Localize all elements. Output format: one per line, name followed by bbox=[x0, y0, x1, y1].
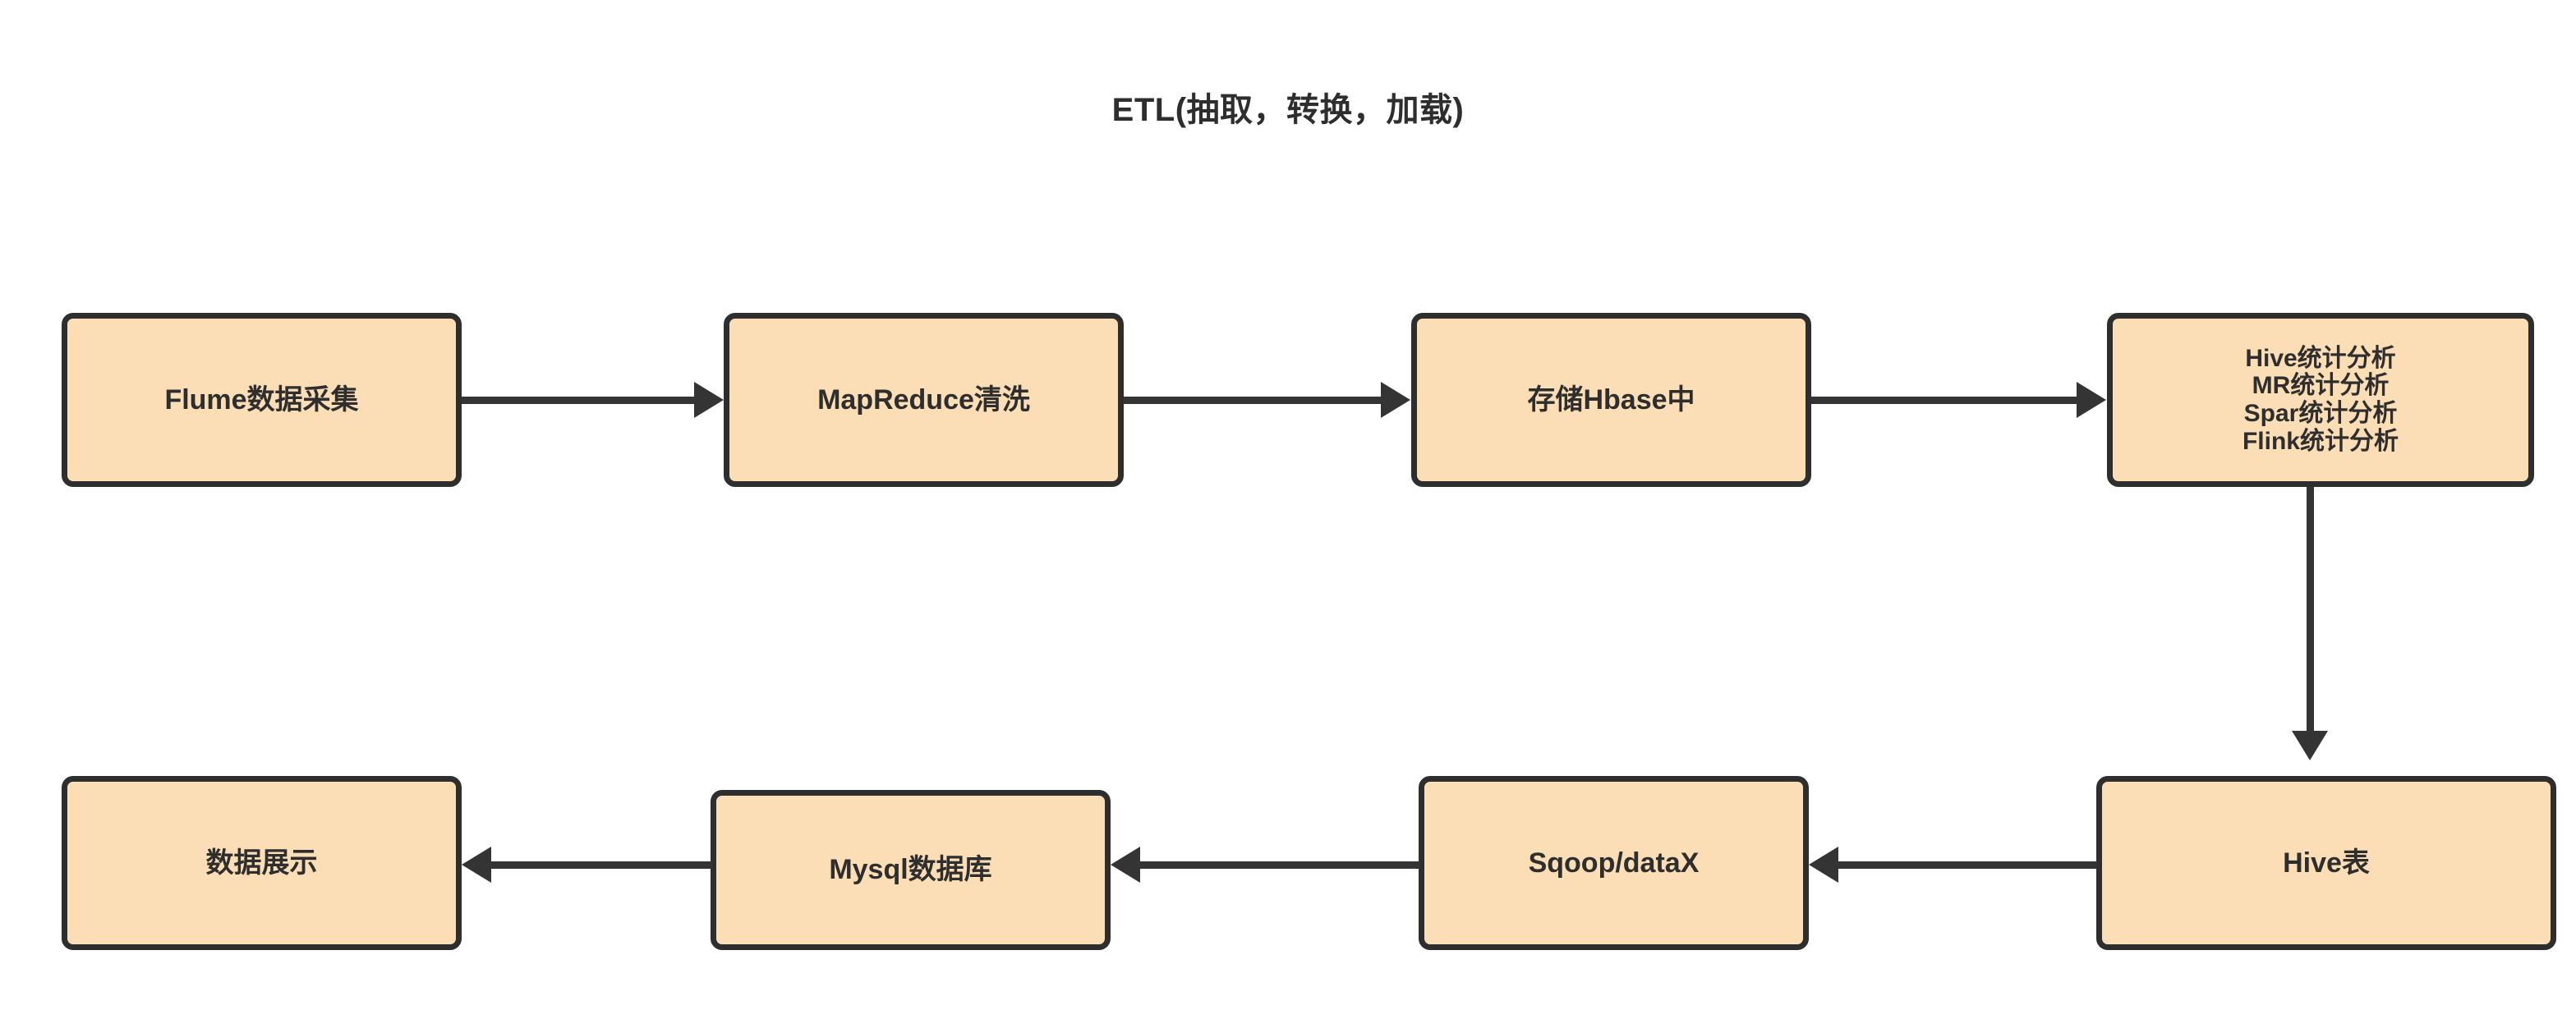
edge-mapreduce-to-hbase-line bbox=[1124, 397, 1382, 404]
edge-flume-to-mapreduce-line bbox=[462, 397, 696, 404]
edge-mysql-to-display-line bbox=[491, 861, 711, 869]
node-analysis-line-mr: MR统计分析 bbox=[2252, 372, 2390, 400]
arrow-left-icon bbox=[462, 847, 491, 883]
node-display-label: 数据展示 bbox=[205, 847, 318, 879]
node-analysis-line-flink: Flink统计分析 bbox=[2242, 427, 2399, 455]
node-hbase-label: 存储Hbase中 bbox=[1527, 383, 1695, 415]
node-analysis-line-spark: Spar统计分析 bbox=[2243, 400, 2398, 427]
arrow-right-icon bbox=[1381, 382, 1410, 418]
node-analysis-line-hive: Hive统计分析 bbox=[2245, 344, 2396, 372]
node-mysql-label: Mysql数据库 bbox=[829, 854, 992, 886]
arrow-left-icon bbox=[1809, 847, 1838, 883]
node-store-hbase[interactable]: 存储Hbase中 bbox=[1411, 313, 1811, 487]
arrow-down-icon bbox=[2292, 731, 2328, 760]
node-mapreduce-label: MapReduce清洗 bbox=[817, 383, 1030, 415]
node-mapreduce-clean[interactable]: MapReduce清洗 bbox=[724, 313, 1124, 487]
node-hive-table-label: Hive表 bbox=[2283, 847, 2370, 879]
edge-hive-table-to-sqoop-line bbox=[1838, 861, 2097, 869]
page-title: ETL(抽取，转换，加载) bbox=[1111, 92, 1465, 128]
node-statistical-analysis[interactable]: Hive统计分析 MR统计分析 Spar统计分析 Flink统计分析 bbox=[2107, 313, 2534, 487]
edge-hbase-to-analysis-line bbox=[1811, 397, 2078, 404]
edge-sqoop-to-mysql-line bbox=[1140, 861, 1419, 869]
node-analysis-label-group: Hive统计分析 MR统计分析 Spar统计分析 Flink统计分析 bbox=[2113, 345, 2528, 455]
arrow-right-icon bbox=[694, 382, 724, 418]
node-sqoop-label: Sqoop/dataX bbox=[1528, 847, 1700, 879]
node-mysql-database[interactable]: Mysql数据库 bbox=[711, 790, 1111, 950]
node-hive-table[interactable]: Hive表 bbox=[2096, 776, 2556, 950]
node-flume-data-collection[interactable]: Flume数据采集 bbox=[62, 313, 462, 487]
node-flume-label: Flume数据采集 bbox=[164, 383, 359, 415]
arrow-right-icon bbox=[2077, 382, 2106, 418]
arrow-left-icon bbox=[1111, 847, 1140, 883]
node-data-display[interactable]: 数据展示 bbox=[62, 776, 462, 950]
node-sqoop-datax[interactable]: Sqoop/dataX bbox=[1419, 776, 1809, 950]
edge-analysis-to-hive-table-line bbox=[2307, 487, 2314, 733]
